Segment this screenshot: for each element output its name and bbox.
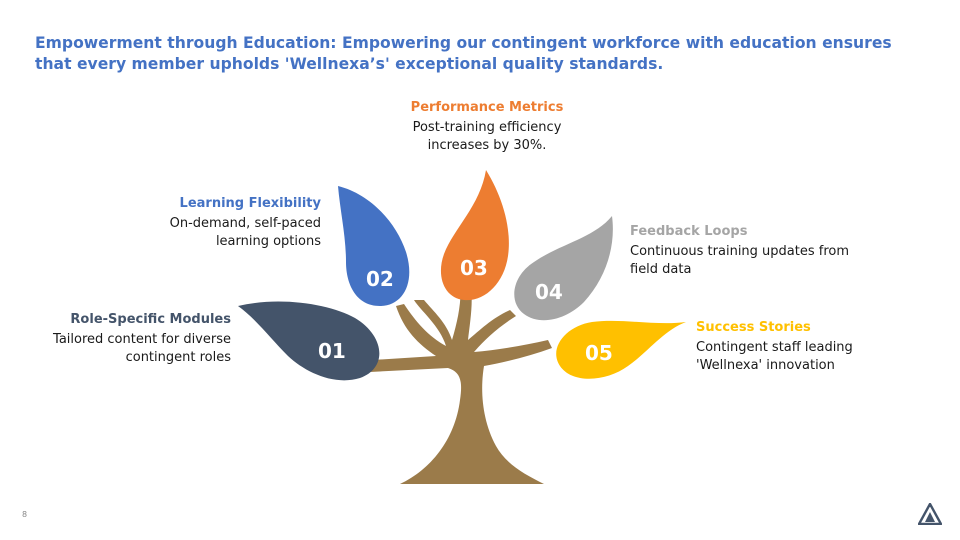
leaf-03 xyxy=(440,170,509,301)
item-04-heading: Feedback Loops xyxy=(630,224,748,239)
item-03-label: Performance Metrics Post-training effici… xyxy=(397,99,577,155)
item-01-label: Role-Specific Modules Tailored content f… xyxy=(31,311,231,367)
triangle-logo-icon xyxy=(918,503,942,525)
item-05-heading: Success Stories xyxy=(696,320,811,335)
item-03-heading: Performance Metrics xyxy=(410,100,564,115)
item-05-label: Success Stories Contingent staff leading… xyxy=(696,319,916,375)
item-04-label: Feedback Loops Continuous training updat… xyxy=(630,223,850,279)
leaf-number-04: 04 xyxy=(535,280,563,304)
leaf-number-02: 02 xyxy=(366,267,394,291)
item-01-heading: Role-Specific Modules xyxy=(70,312,231,327)
item-02-label: Learning Flexibility On-demand, self-pac… xyxy=(121,195,321,251)
page-title: Empowerment through Education: Empowerin… xyxy=(35,34,892,73)
page-number: 8 xyxy=(22,510,28,519)
leaf-number-03: 03 xyxy=(460,256,488,280)
leaf-05 xyxy=(556,320,686,379)
item-05-body: Contingent staff leading 'Wellnexa' inno… xyxy=(696,340,853,373)
item-01-body: Tailored content for diverse contingent … xyxy=(53,332,231,365)
leaf-number-01: 01 xyxy=(318,339,346,363)
leaf-number-05: 05 xyxy=(585,341,613,365)
leaf-04 xyxy=(514,216,613,321)
item-02-heading: Learning Flexibility xyxy=(179,196,321,211)
item-03-body: Post-training efficiency increases by 30… xyxy=(412,120,562,153)
leaf-01 xyxy=(238,301,380,381)
leaf-02 xyxy=(338,186,410,306)
tree-trunk xyxy=(363,282,552,484)
item-02-body: On-demand, self-paced learning options xyxy=(169,216,321,249)
item-04-body: Continuous training updates from field d… xyxy=(630,244,850,277)
